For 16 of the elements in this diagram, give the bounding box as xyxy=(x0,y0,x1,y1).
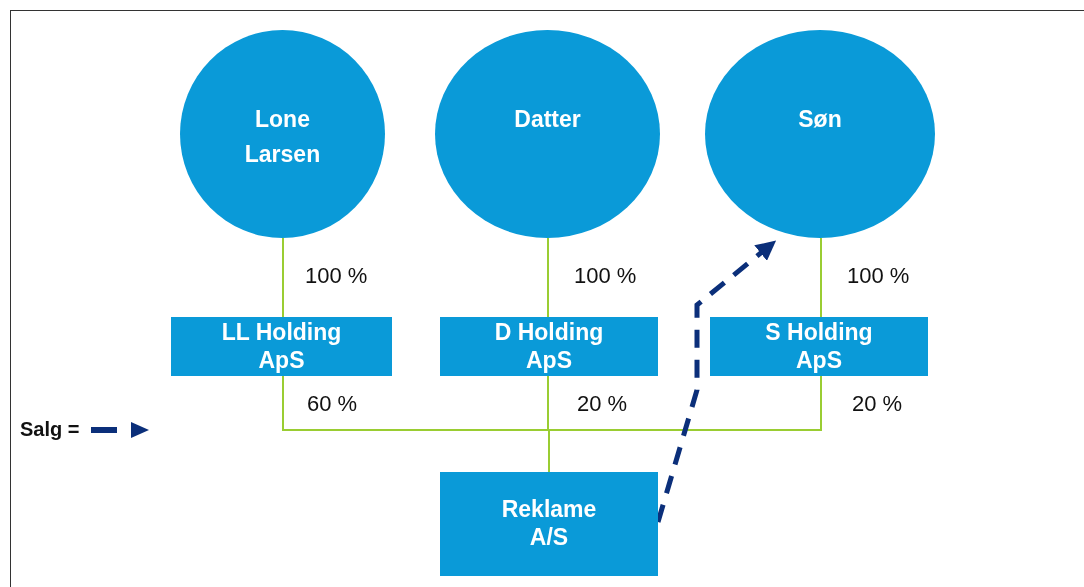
company-box xyxy=(171,317,392,376)
company-box xyxy=(440,317,658,376)
ownership-line xyxy=(547,237,549,318)
ownership-line xyxy=(282,237,284,318)
legend-label: Salg = xyxy=(20,418,80,441)
node-label: D Holding ApS xyxy=(493,318,605,375)
node-label: LL Holding ApS xyxy=(220,318,343,375)
node-label: S Holding ApS xyxy=(764,318,874,375)
node-label: Datter xyxy=(514,105,581,134)
company-box xyxy=(710,317,928,376)
ownership-line xyxy=(820,237,822,318)
ownership-line xyxy=(548,375,822,473)
company-box xyxy=(440,472,658,576)
node-label: Lone Larsen xyxy=(243,105,322,169)
node-label: Reklame A/S xyxy=(500,496,598,552)
node-label: Søn xyxy=(798,105,842,134)
